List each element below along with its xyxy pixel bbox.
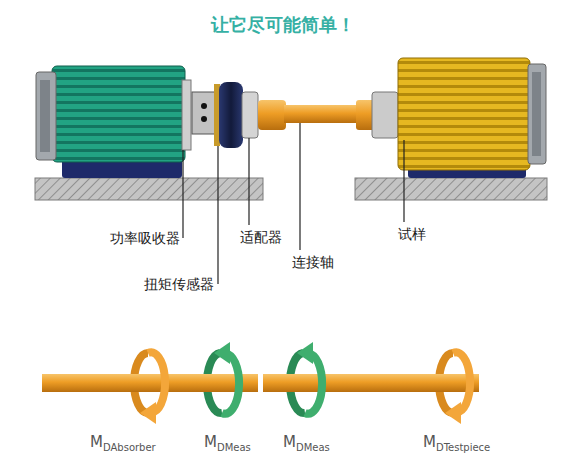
- part-label: 适配器: [240, 229, 282, 246]
- torque-arrow-front: [148, 352, 470, 413]
- torque-symbol: MDAbsorber: [90, 433, 156, 451]
- adapter: [242, 92, 258, 138]
- torque-arrow-head: [140, 342, 461, 424]
- torque-sensor: [192, 82, 243, 148]
- test-piece: [398, 58, 546, 178]
- torque-symbol: MDMeas: [283, 433, 330, 451]
- page-title: 让它尽可能简单！: [0, 14, 566, 36]
- torque-symbol: MDMeas: [204, 433, 251, 451]
- shaft-sketch: [42, 374, 479, 392]
- part-label: 扭矩传感器: [144, 276, 214, 293]
- torque-symbol: MDTestpiece: [423, 433, 490, 451]
- part-label: 连接轴: [292, 254, 334, 271]
- connecting-shaft: [258, 92, 398, 138]
- part-label: 试样: [398, 226, 426, 243]
- power-absorber: [36, 66, 191, 178]
- ground-base: [35, 178, 547, 200]
- leader-line: [183, 123, 404, 284]
- part-label: 功率吸收器: [110, 230, 180, 247]
